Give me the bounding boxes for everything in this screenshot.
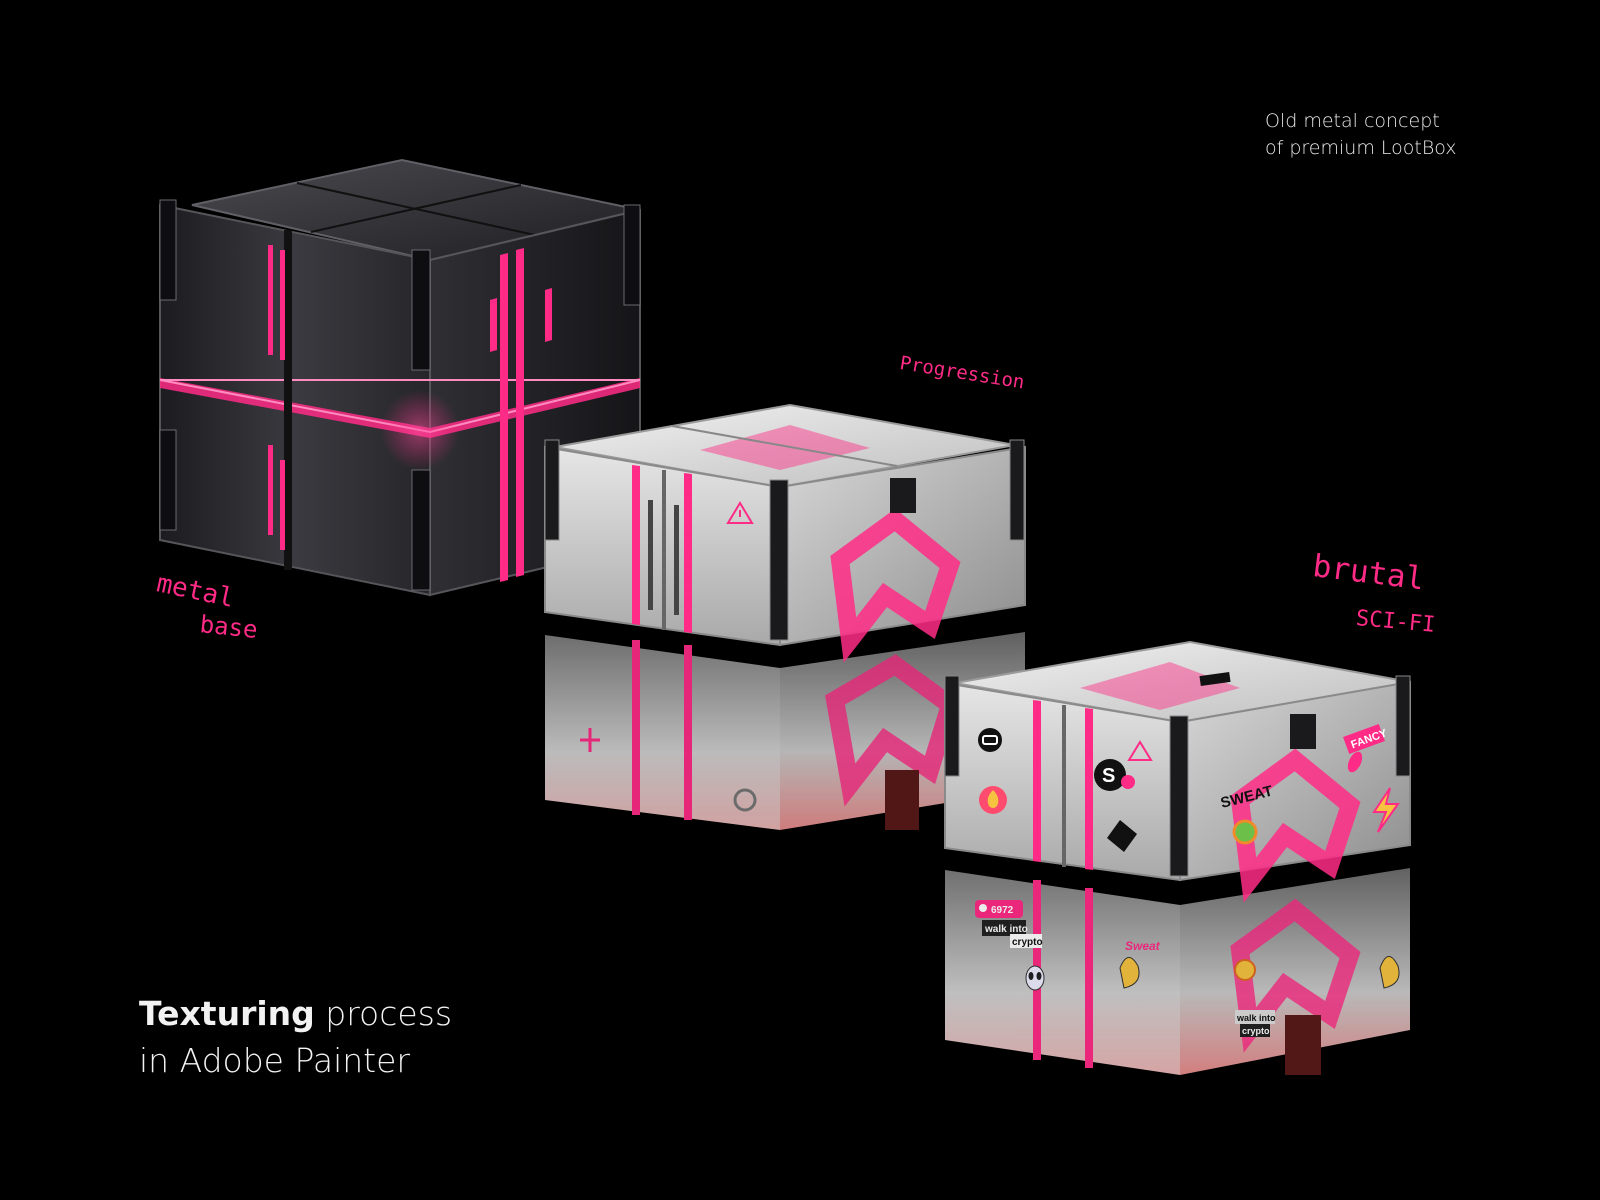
walk-into-label-2: walk into: [1236, 1013, 1276, 1023]
likes-count: 6972: [991, 905, 1014, 916]
title-line-2: in Adobe Painter: [139, 1041, 410, 1080]
title-line-1: Texturing process: [139, 990, 452, 1037]
title-rest: process: [314, 994, 453, 1033]
hand-icon: [1119, 957, 1140, 989]
concept-caption: Old metal concept of premium LootBox: [1265, 108, 1457, 162]
lightning-icon: [1372, 787, 1400, 833]
warning-icon: [1127, 740, 1153, 761]
lootbox-metal-base: [159, 158, 641, 597]
sweat-script-label: Sweat: [1125, 939, 1161, 953]
globe-icon: [1232, 819, 1258, 845]
lootbox-brutal-reflection: 6972 walk into crypto Sweat: [945, 868, 1410, 1075]
crypto-label-2: crypto: [1242, 1026, 1270, 1036]
likes-sticker: 6972: [975, 900, 1023, 918]
walk-into-crypto-sticker-2: walk into crypto: [1235, 1010, 1276, 1037]
caption-line-2: of premium LootBox: [1265, 137, 1457, 159]
walk-into-crypto-sticker: walk into crypto: [982, 920, 1043, 948]
gear-icon: [733, 788, 757, 812]
heart-icon: [979, 904, 987, 912]
title-bold: Texturing: [139, 994, 315, 1033]
caption-line-1: Old metal concept: [1265, 110, 1440, 132]
sun-icon: [1234, 959, 1256, 981]
walk-into-label: walk into: [984, 924, 1028, 935]
alien-icon: [1025, 965, 1045, 991]
footprint-icon: [1347, 751, 1363, 773]
cube-sticker: [1107, 820, 1137, 852]
crypto-label: crypto: [1012, 937, 1043, 948]
flame-icon: [979, 786, 1007, 814]
page-title: Texturing process in Adobe Painter: [139, 990, 452, 1084]
warning-icon: [726, 501, 754, 524]
s-logo-sticker: S: [1094, 759, 1135, 791]
logo-sticker: [978, 728, 1002, 752]
hand-icon: [1379, 956, 1400, 989]
s-logo-label: S: [1102, 765, 1115, 787]
lootbox-brutal-scifi: 6972 walk into crypto Sweat: [944, 640, 1411, 1075]
